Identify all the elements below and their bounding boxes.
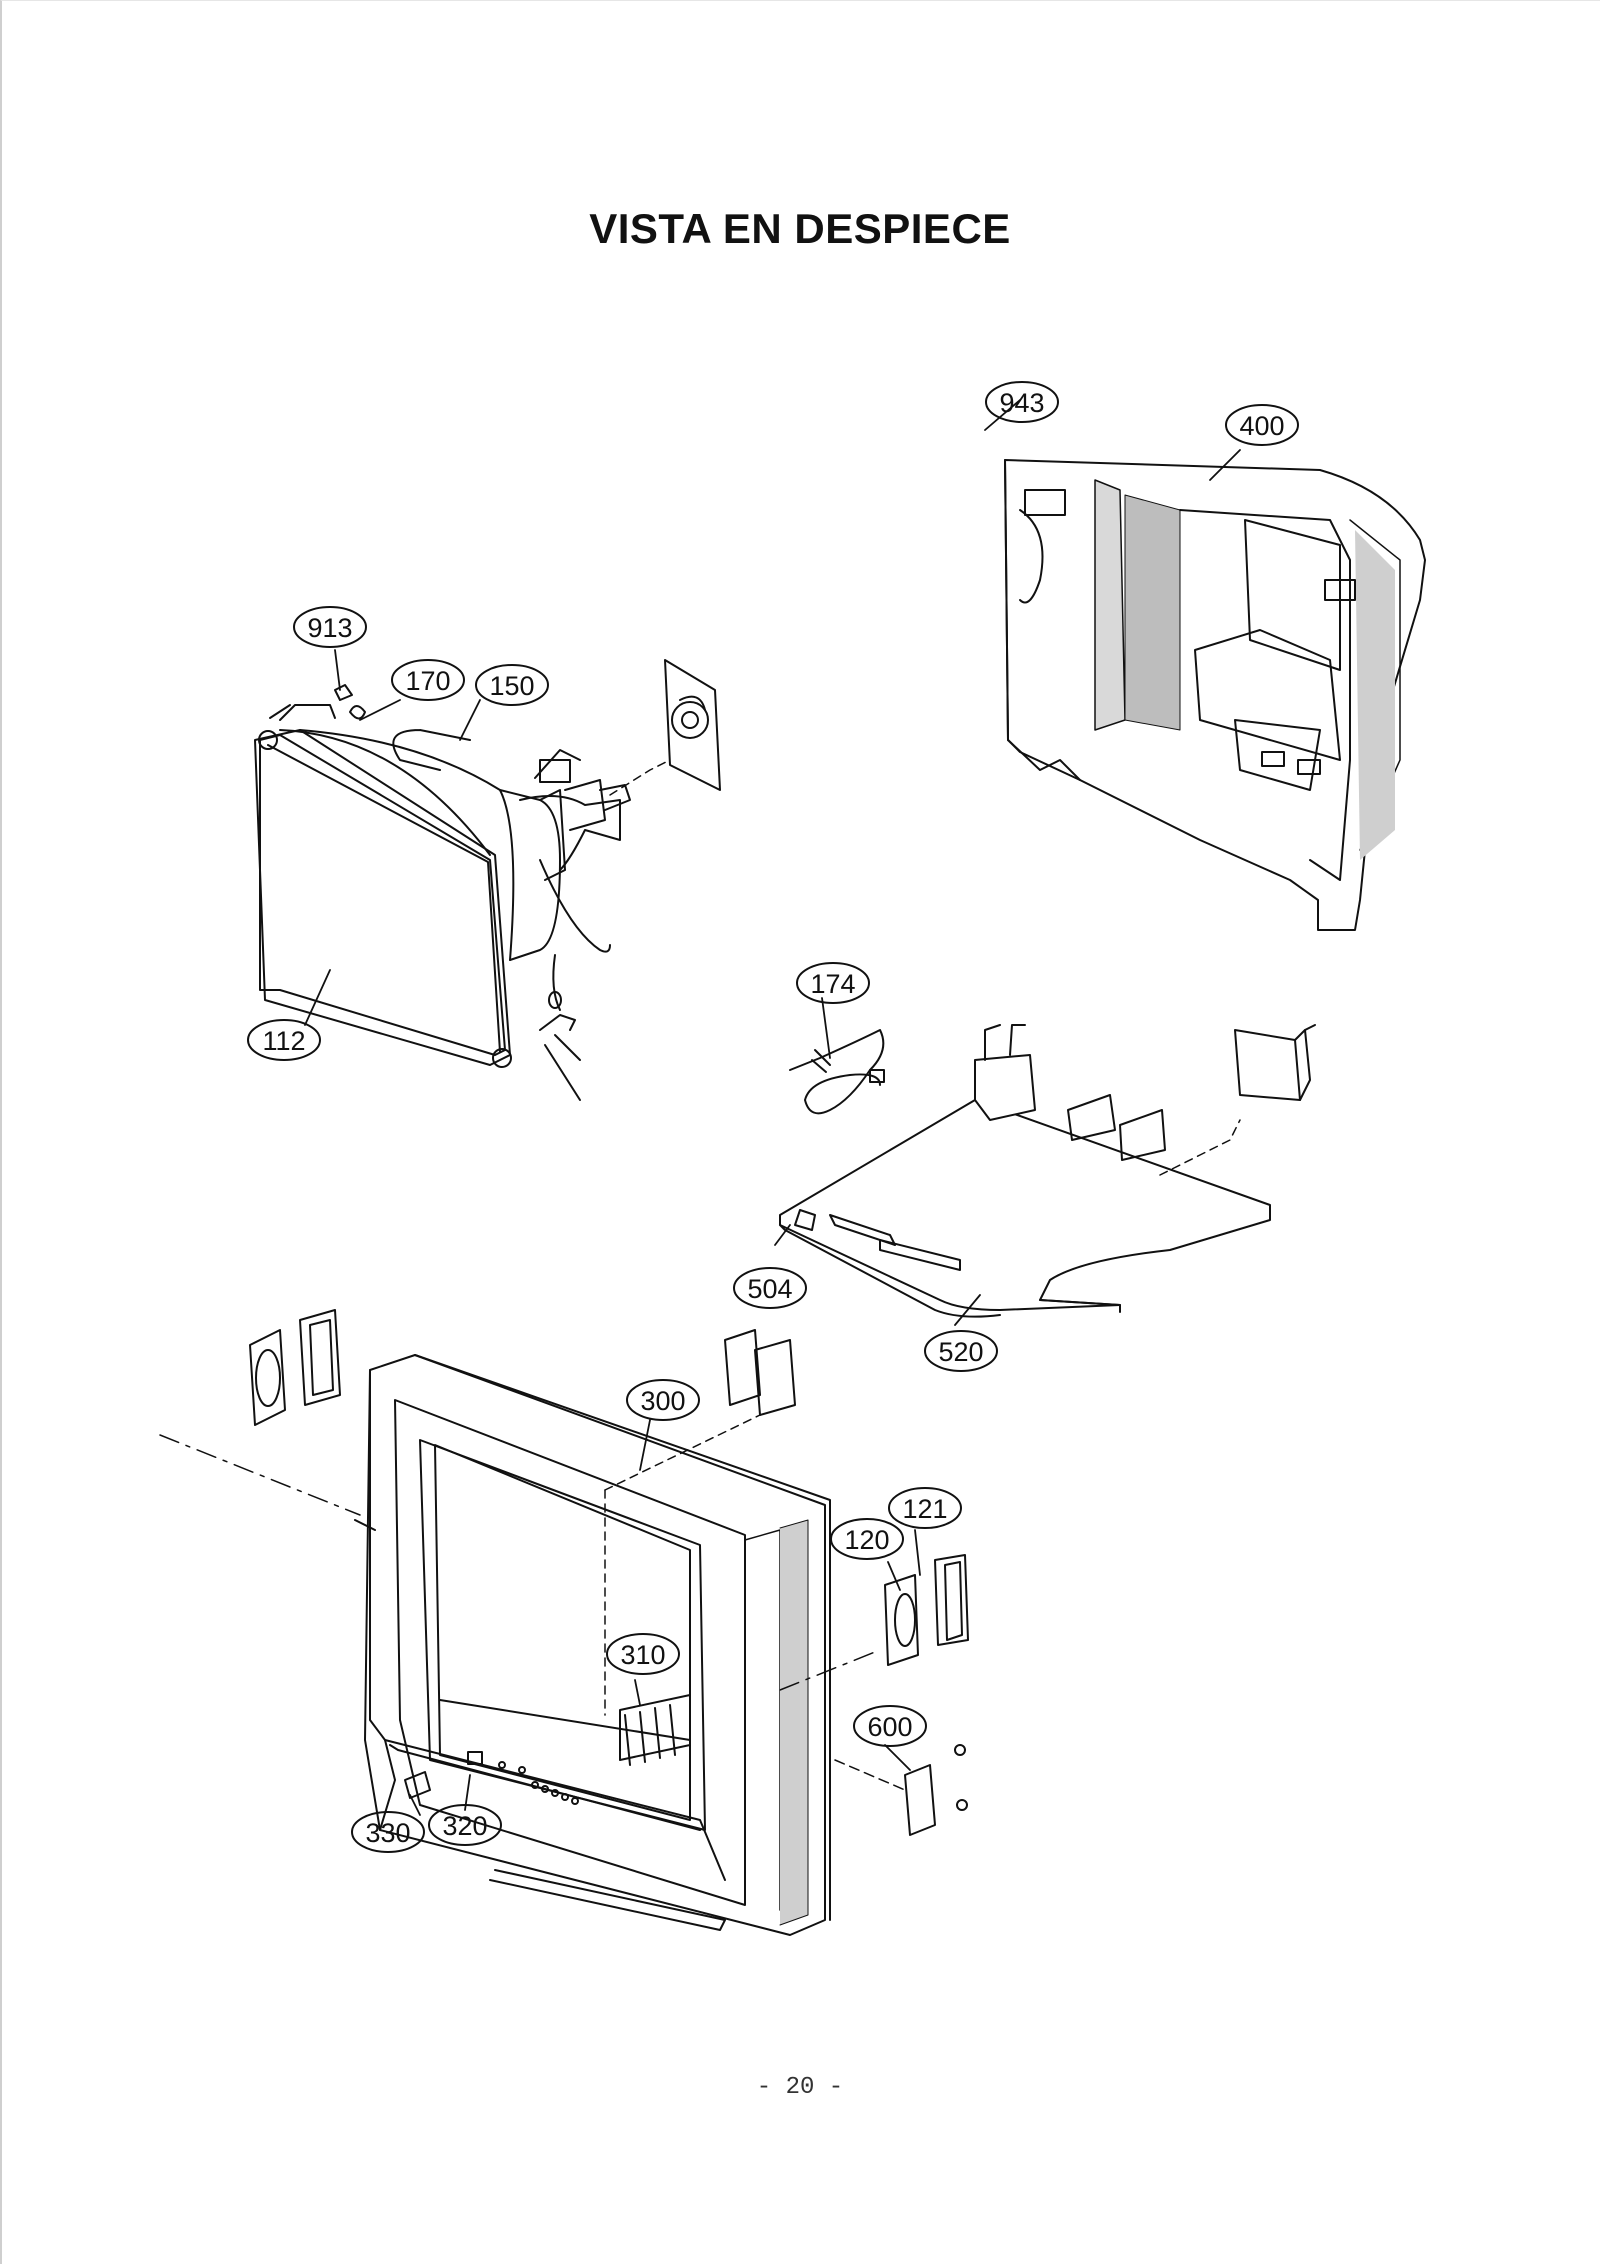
crt-assembly — [254, 659, 721, 1101]
label-310: 310 — [620, 1640, 665, 1670]
leader-lines — [304, 399, 1241, 1816]
label-504: 504 — [747, 1274, 792, 1304]
label-520: 520 — [938, 1337, 983, 1367]
label-121: 121 — [902, 1494, 947, 1524]
page-title: VISTA EN DESPIECE — [589, 205, 1011, 252]
label-120: 120 — [844, 1525, 889, 1555]
main-pcb — [779, 1024, 1316, 1318]
label-913: 913 — [307, 613, 352, 643]
label-170: 170 — [405, 666, 450, 696]
label-ovals — [247, 381, 1299, 1853]
rear-cabinet — [1004, 459, 1426, 931]
label-943: 943 — [999, 388, 1044, 418]
page-number: - 20 - — [756, 2074, 844, 2101]
label-150: 150 — [489, 671, 534, 701]
label-300: 300 — [640, 1386, 685, 1416]
label-112: 112 — [262, 1026, 305, 1056]
label-174: 174 — [810, 969, 855, 999]
label-400: 400 — [1239, 411, 1284, 441]
power-cord — [789, 1029, 885, 1115]
label-330: 330 — [365, 1818, 410, 1848]
label-600: 600 — [867, 1712, 912, 1742]
front-cabinet — [159, 1309, 969, 1936]
label-320: 320 — [442, 1811, 487, 1841]
